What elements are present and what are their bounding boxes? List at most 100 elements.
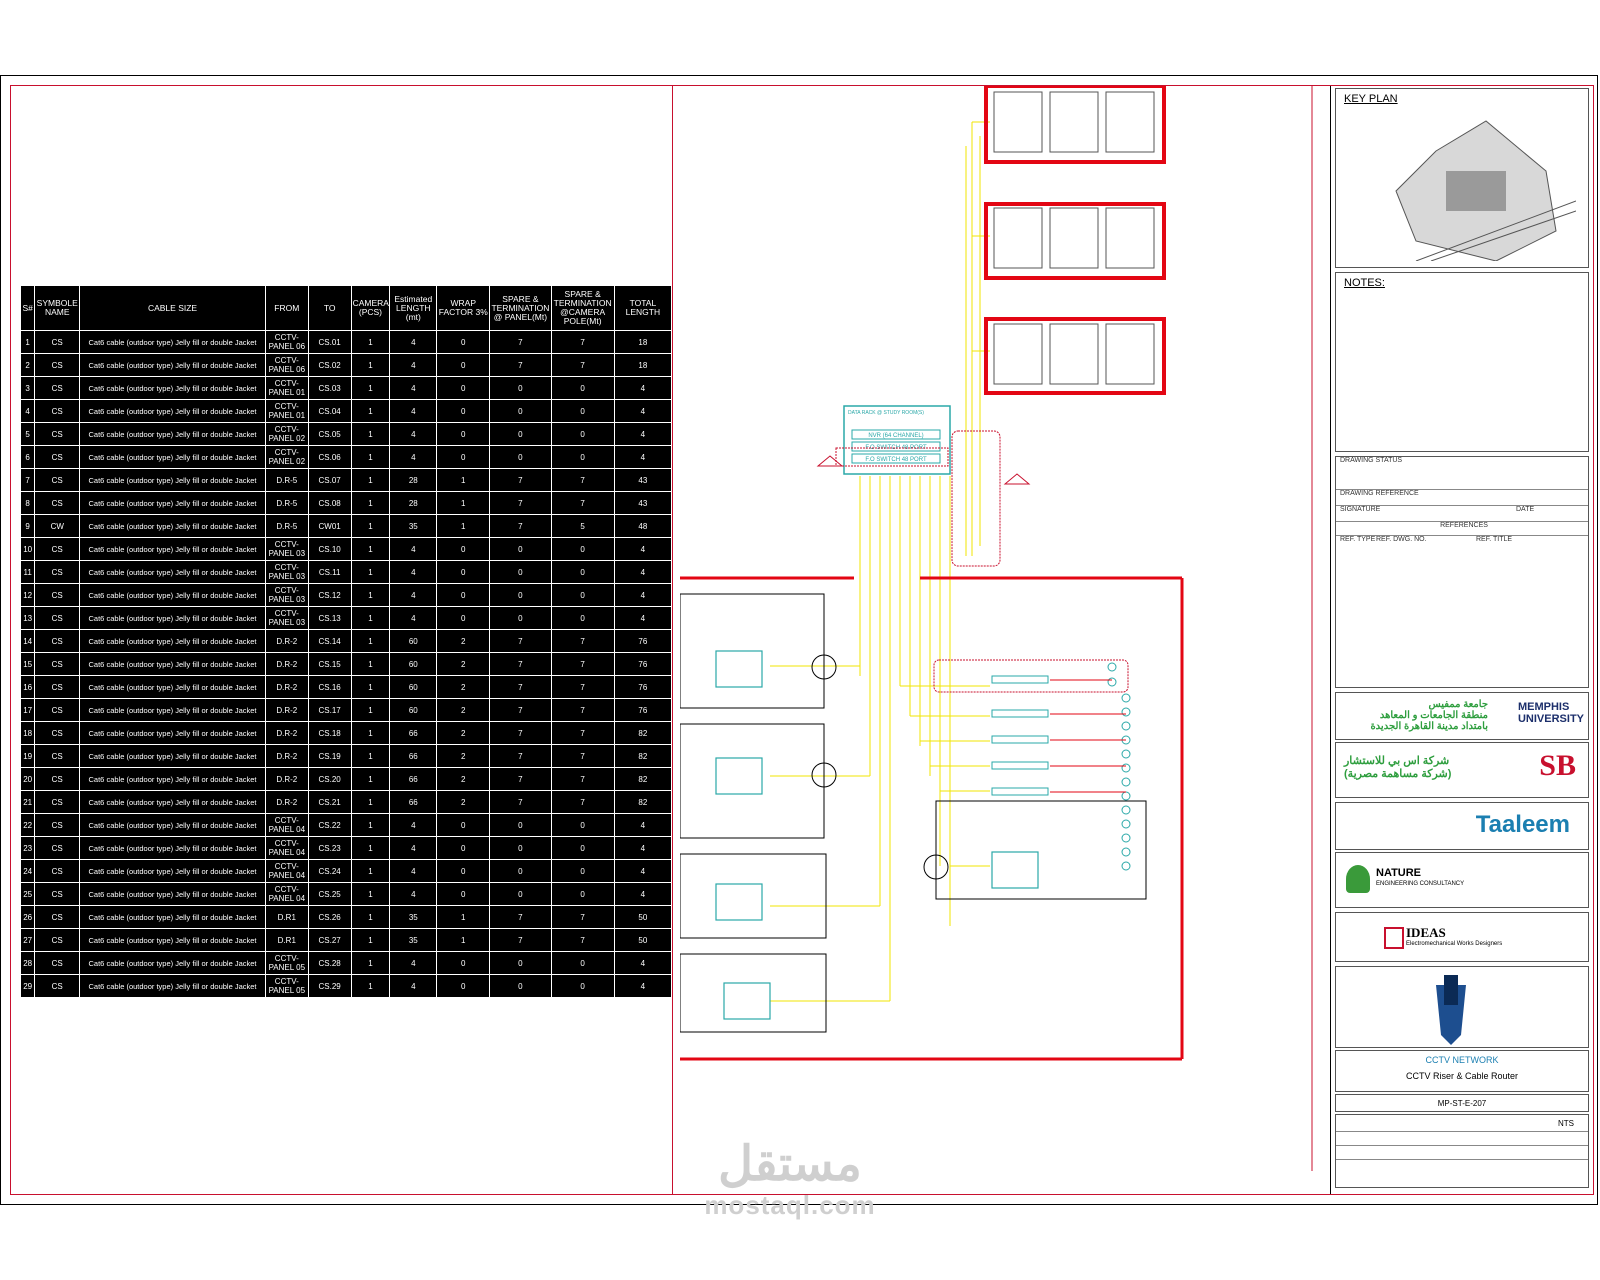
table-cell: 66 [389, 767, 438, 791]
table-cell: 0 [436, 376, 491, 400]
table-cell: 0 [550, 537, 615, 561]
table-cell: CS.01 [307, 330, 352, 354]
table-cell: 7 [550, 491, 615, 515]
table-cell: 23 [19, 836, 36, 860]
drawing-status-label: DRAWING STATUS [1340, 457, 1403, 464]
table-cell: 4 [389, 330, 438, 354]
table-cell: 1 [350, 376, 391, 400]
table-cell: 0 [436, 422, 491, 446]
lower-zone [680, 576, 1184, 1061]
table-cell: 0 [550, 951, 615, 975]
table-cell: 4 [613, 583, 673, 607]
table-cell: CCTV-PANEL 03 [264, 606, 309, 630]
table-cell: 1 [350, 744, 391, 768]
table-cell: 10 [19, 537, 36, 561]
ref-title-label: REF. TITLE [1476, 536, 1513, 543]
inner-frame [10, 85, 1594, 1195]
table-cell: Cat6 cable (outdoor type) Jelly fill or … [79, 675, 266, 699]
table-cell: Cat6 cable (outdoor type) Jelly fill or … [79, 606, 266, 630]
table-cell: 7 [550, 330, 615, 354]
table-cell: 0 [489, 836, 552, 860]
table-cell: CS.26 [307, 905, 352, 929]
drawing-number-box: MP-ST-E-207 [1335, 1094, 1589, 1112]
table-cell: 0 [436, 813, 491, 837]
table-cell: 4 [613, 560, 673, 584]
table-cell: 7 [19, 468, 36, 492]
sb-logo: SB [1539, 749, 1576, 782]
table-cell: CS.04 [307, 399, 352, 423]
table-cell: 0 [489, 399, 552, 423]
sheet-frame [0, 75, 1598, 1205]
table-cell: 2 [19, 353, 36, 377]
table-cell: 66 [389, 744, 438, 768]
column-header: SYMBOLE NAME [34, 285, 81, 331]
table-cell: 1 [350, 767, 391, 791]
drawing-title-line-1: CCTV NETWORK [1425, 1055, 1499, 1065]
table-cell: 0 [489, 974, 552, 998]
table-cell: CW [34, 514, 81, 538]
status-references-box: DRAWING STATUS DRAWING REFERENCE SIGNATU… [1335, 456, 1589, 688]
table-cell: Cat6 cable (outdoor type) Jelly fill or … [79, 537, 266, 561]
table-cell: 0 [436, 606, 491, 630]
table-cell: CCTV-PANEL 03 [264, 583, 309, 607]
table-cell: Cat6 cable (outdoor type) Jelly fill or … [79, 422, 266, 446]
table-cell: 1 [350, 951, 391, 975]
table-cell: 82 [613, 767, 673, 791]
revision-row-3 [1336, 1159, 1588, 1173]
table-cell: CS.29 [307, 974, 352, 998]
table-cell: Cat6 cable (outdoor type) Jelly fill or … [79, 721, 266, 745]
table-cell: D.R1 [264, 905, 309, 929]
table-cell: D.R-2 [264, 698, 309, 722]
table-cell: CS.28 [307, 951, 352, 975]
table-cell: CCTV-PANEL 01 [264, 399, 309, 423]
table-cell: 7 [489, 698, 552, 722]
table-cell: 1 [350, 514, 391, 538]
table-cell: 1 [350, 698, 391, 722]
table-cell: 0 [436, 583, 491, 607]
table-cell: 4 [389, 376, 438, 400]
table-cell: CS.05 [307, 422, 352, 446]
table-cell: Cat6 cable (outdoor type) Jelly fill or … [79, 836, 266, 860]
table-cell: CS.10 [307, 537, 352, 561]
table-cell: 4 [613, 836, 673, 860]
architect-box [1335, 966, 1589, 1048]
table-cell: 7 [550, 468, 615, 492]
watermark: مستقل mostaql.com [660, 1140, 920, 1221]
table-cell: 0 [436, 951, 491, 975]
table-cell: 1 [436, 905, 491, 929]
table-cell: 4 [613, 974, 673, 998]
table-cell: 28 [389, 491, 438, 515]
column-header: SPARE & TERMINATION @CAMERA POLE(Mt) [550, 285, 615, 331]
table-cell: 11 [19, 560, 36, 584]
table-cell: 1 [350, 836, 391, 860]
table-cell: Cat6 cable (outdoor type) Jelly fill or … [79, 790, 266, 814]
table-cell: 2 [436, 721, 491, 745]
taaleem-box: Taaleem [1335, 802, 1589, 850]
table-cell: 60 [389, 652, 438, 676]
table-cell: 1 [350, 928, 391, 952]
table-cell: CCTV-PANEL 02 [264, 445, 309, 469]
table-cell: 19 [19, 744, 36, 768]
left-panel [18, 86, 673, 1194]
table-cell: 1 [350, 445, 391, 469]
tree-icon [1346, 865, 1370, 893]
column-header: SPARE & TERMINATION @ PANEL(Mt) [489, 285, 552, 331]
table-cell: CS.18 [307, 721, 352, 745]
table-cell: 1 [350, 813, 391, 837]
drawing-title-line-2: CCTV Riser & Cable Router [1405, 1071, 1519, 1081]
table-cell: 1 [350, 675, 391, 699]
table-cell: D.R-5 [264, 491, 309, 515]
table-cell: CS [34, 399, 81, 423]
table-cell: 0 [489, 376, 552, 400]
